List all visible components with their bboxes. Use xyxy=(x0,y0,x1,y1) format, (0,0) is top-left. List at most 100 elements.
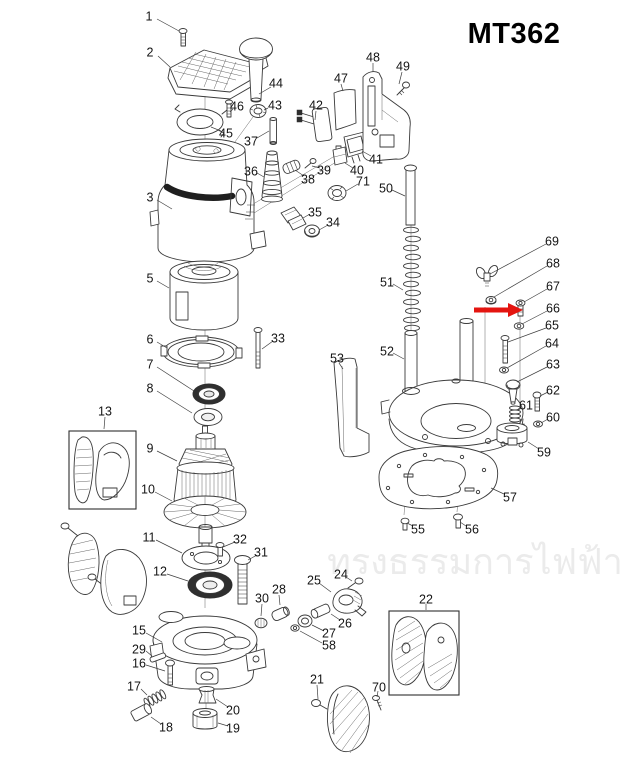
part-64-art xyxy=(499,366,509,374)
part-box-13 xyxy=(68,430,137,510)
part-label-9: 9 xyxy=(147,442,154,456)
part-label-10: 10 xyxy=(141,483,155,497)
part-65-art xyxy=(500,335,510,364)
part-label-63: 63 xyxy=(546,358,560,372)
leader-line-33 xyxy=(261,340,274,350)
part-51-art xyxy=(403,226,421,332)
part-label-66: 66 xyxy=(546,302,560,316)
leader-line-56 xyxy=(459,521,467,527)
part-label-11: 11 xyxy=(143,531,156,545)
leader-line-20 xyxy=(215,698,229,708)
part-label-24: 24 xyxy=(334,568,348,582)
part-label-3: 3 xyxy=(147,191,154,205)
part-label-12: 12 xyxy=(153,565,167,579)
leader-line-38 xyxy=(294,169,305,177)
part-33-art xyxy=(253,327,263,369)
part-label-60: 60 xyxy=(546,411,560,425)
part-label-44: 44 xyxy=(269,77,283,91)
part-34-art xyxy=(304,224,320,238)
part-label-16: 16 xyxy=(132,657,146,671)
part-8-art xyxy=(193,408,223,426)
part-label-7: 7 xyxy=(147,358,154,372)
leader-line-32 xyxy=(222,541,236,548)
part-28-art xyxy=(271,606,290,621)
part-label-33: 33 xyxy=(271,332,285,346)
part-53-art xyxy=(333,357,370,458)
part-39-art xyxy=(304,158,317,169)
leader-line-47 xyxy=(340,83,344,92)
part-58-art xyxy=(290,624,300,632)
leader-line-11 xyxy=(155,539,183,554)
part-label-31: 31 xyxy=(254,546,268,560)
leader-line-43 xyxy=(263,107,269,111)
leader-line-66 xyxy=(521,310,548,325)
leader-line-17 xyxy=(140,688,148,696)
part-label-39: 39 xyxy=(317,164,331,178)
leader-line-27 xyxy=(311,624,325,632)
part-32-art xyxy=(215,542,225,557)
part-box-22 xyxy=(388,610,460,696)
leader-line-29 xyxy=(145,650,153,657)
leader-line-57 xyxy=(490,487,505,495)
part-68-art xyxy=(485,296,497,305)
part-61-art xyxy=(509,405,521,423)
leader-line-36 xyxy=(256,172,265,178)
leader-line-69 xyxy=(489,243,547,275)
part-40-art xyxy=(332,145,348,166)
part-boxes xyxy=(68,430,460,696)
part-45-art xyxy=(174,104,228,138)
part-label-51: 51 xyxy=(380,276,394,290)
part-57-art xyxy=(378,446,499,510)
part-label-49: 49 xyxy=(396,60,410,74)
part-label-6: 6 xyxy=(147,333,154,347)
part-label-56: 56 xyxy=(465,523,479,537)
leader-line-18 xyxy=(150,716,162,725)
leader-line-15 xyxy=(145,632,163,643)
part-37-art xyxy=(269,117,277,145)
part-label-15: 15 xyxy=(132,624,146,638)
leader-line-16 xyxy=(145,664,166,672)
leader-line-24 xyxy=(345,576,353,582)
part-44-art xyxy=(239,37,273,103)
part-15-art xyxy=(149,611,267,690)
part-label-46: 46 xyxy=(230,100,244,114)
part-66-art xyxy=(513,322,525,330)
part-9-art xyxy=(173,425,237,506)
part-60-art xyxy=(533,420,543,428)
leader-line-63 xyxy=(516,366,548,383)
leader-line-61 xyxy=(516,406,522,411)
leader-line-39 xyxy=(311,165,321,169)
part-label-65: 65 xyxy=(545,319,559,333)
part-label-43: 43 xyxy=(268,99,282,113)
leader-line-3 xyxy=(156,199,173,210)
part-63-art xyxy=(505,379,521,405)
leader-line-44 xyxy=(258,86,272,95)
leader-line-51 xyxy=(392,283,404,291)
part-label-27: 27 xyxy=(322,627,336,641)
part-35-art xyxy=(280,206,307,231)
leader-line-64 xyxy=(506,345,547,369)
part-label-21: 21 xyxy=(310,673,324,687)
leader-line-7 xyxy=(156,366,195,392)
part-label-35: 35 xyxy=(308,206,322,220)
part-21-art xyxy=(311,685,370,754)
part-label-61: 61 xyxy=(519,399,533,413)
part-16-art xyxy=(165,659,175,686)
leader-line-31 xyxy=(247,554,258,561)
leader-line-53 xyxy=(338,362,344,370)
leader-lines xyxy=(103,18,549,727)
part-label-13: 13 xyxy=(98,405,112,419)
part-13-art xyxy=(73,436,130,504)
part-59-art xyxy=(496,422,528,448)
part-label-59: 59 xyxy=(537,446,551,460)
leader-line-21 xyxy=(316,684,319,700)
leader-line-2 xyxy=(157,55,171,68)
part-label-64: 64 xyxy=(545,337,559,351)
part-label-52: 52 xyxy=(380,345,394,359)
leader-line-58 xyxy=(299,630,323,644)
part-label-47: 47 xyxy=(334,72,348,86)
leader-line-28 xyxy=(278,594,281,606)
part-label-29: 29 xyxy=(132,643,146,657)
part-20-art xyxy=(198,686,217,704)
part-12-art xyxy=(187,571,233,599)
